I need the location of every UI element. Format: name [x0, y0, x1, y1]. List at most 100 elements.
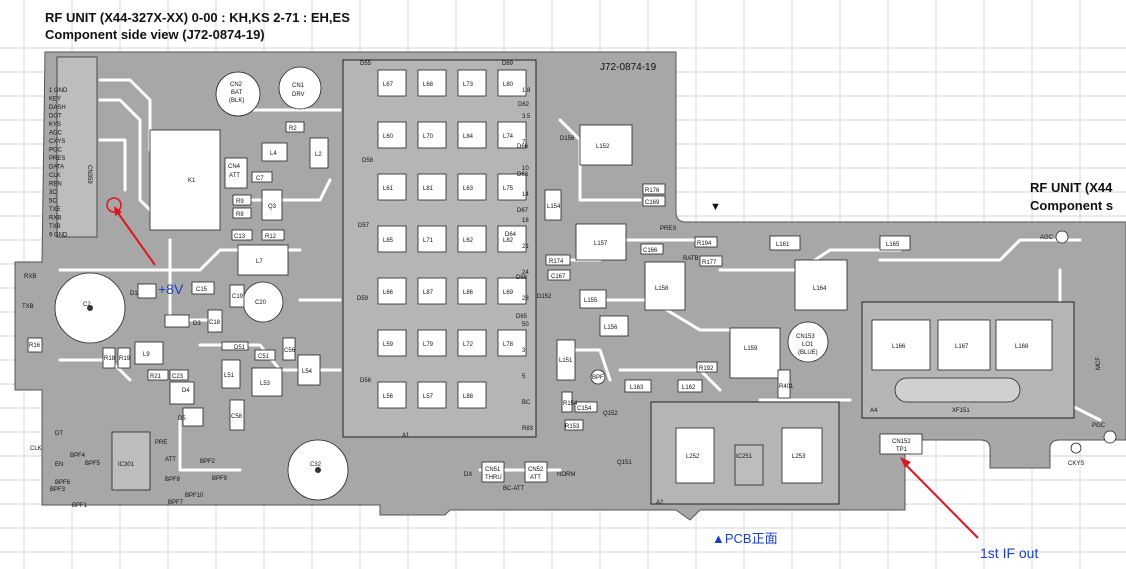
ratb-label: RATB: [683, 256, 699, 262]
r154-label: R154: [563, 401, 578, 407]
coil-l62: [457, 225, 487, 253]
r194-label: R194: [697, 241, 712, 247]
plus8v-arrow-head: [114, 206, 122, 216]
mcf-label: MCF: [1096, 357, 1102, 370]
r153-label: R153: [565, 424, 580, 430]
l253-label: L253: [792, 454, 806, 460]
connector-cn52: [524, 461, 548, 483]
cn359-pin-label: 9 GND: [49, 233, 68, 239]
d65-label: D65: [516, 314, 528, 320]
connector-cn153-lo1: [787, 321, 829, 363]
diode-d51: [221, 341, 249, 351]
cap-c167: [547, 269, 571, 281]
coil-l156: [599, 315, 629, 337]
dt-label: DT: [55, 431, 63, 437]
tp1-label: TP1: [896, 447, 908, 453]
test-point-pgc: [1103, 430, 1117, 444]
coil-l63: [457, 173, 487, 201]
pgc-label: PGC: [1092, 423, 1106, 429]
l159-label: L159: [744, 346, 758, 352]
c20-label: C20: [255, 300, 267, 306]
band-number-label: 18: [522, 218, 529, 224]
coil-l69: [497, 277, 527, 305]
transistor-q3: [261, 189, 283, 221]
cn359-pin-label: 3C: [49, 190, 57, 196]
l7-label: L7: [256, 259, 263, 265]
r192-label: R192: [699, 366, 714, 372]
cn152-label: CN152: [892, 439, 911, 445]
coil-l61: [377, 173, 407, 201]
cn359-pins: 1 GNDKEYDASHDOTKYSAGCCXYSPGCPRESDATACLKR…: [49, 88, 68, 239]
band-number-label: BC: [522, 400, 531, 406]
title-line-2: Component side view (J72-0874-19): [45, 27, 265, 42]
q151-label: Q151: [617, 460, 632, 466]
r16-label: R16: [29, 343, 41, 349]
connector-cn2: [215, 71, 261, 117]
resistor-r18: [102, 347, 116, 369]
coil-l159: [729, 327, 781, 379]
coil-label: L66: [383, 290, 394, 296]
title-line-1: RF UNIT (X44-327X-XX) 0-00 : KH,KS 2-71 …: [45, 10, 350, 25]
cap-c56: [282, 337, 296, 361]
cap-c7: [251, 171, 273, 183]
a4-label: A4: [870, 408, 878, 414]
a1-label: A1: [402, 433, 410, 439]
diode-d5: [182, 407, 204, 427]
d69-label: D69: [502, 61, 514, 67]
resistor-r194: [694, 236, 718, 248]
cap-c32-center: [315, 467, 321, 473]
resistor-r177: [699, 255, 723, 267]
band-number-label: 21: [522, 244, 529, 250]
resistor-r12: [261, 229, 285, 241]
en-label: EN: [55, 462, 63, 468]
coil-label: L88: [463, 394, 474, 400]
norm-label: NORM: [557, 472, 575, 478]
plus8v-highlight-circle: [106, 197, 122, 213]
l168-label: L168: [1015, 344, 1029, 350]
coil-label: L73: [463, 82, 474, 88]
coil-l54: [297, 354, 321, 386]
coil-l168: [995, 319, 1053, 371]
board-marker: ▼: [710, 201, 721, 213]
cap-c166: [640, 243, 664, 255]
cap-c2-center: [87, 305, 93, 311]
resistor-r192: [696, 361, 718, 373]
first-if-arrow-line: [903, 462, 979, 539]
coil-l157: [575, 223, 627, 261]
d1-label: D1: [130, 291, 138, 297]
coil-l82: [497, 225, 527, 253]
l167-label: L167: [955, 344, 969, 350]
r8-label: R8: [236, 212, 244, 218]
coil-l66: [377, 277, 407, 305]
ic301: [111, 431, 151, 491]
coil-l166: [871, 319, 931, 371]
a2-label: A2: [656, 500, 664, 506]
cn359-pin-label: CLK: [49, 173, 61, 179]
d62-label: D62: [518, 102, 530, 108]
coil-l72: [457, 329, 487, 357]
rxb-label: RXB: [24, 274, 36, 280]
diode-d3: [164, 314, 190, 328]
d4-label: D4: [182, 388, 190, 394]
r174-label: R174: [549, 259, 564, 265]
l9-label: L9: [143, 352, 150, 358]
d57-label: D57: [358, 223, 370, 229]
band-number-label: 50: [522, 322, 529, 328]
resistor-r401: [777, 369, 791, 399]
d68-label: D68: [516, 275, 528, 281]
cn359-pin-label: DASH: [49, 105, 66, 111]
pcb-board-left: [14, 51, 1126, 521]
cn359-pin-label: PRES: [49, 156, 65, 162]
relay-k1: [149, 129, 221, 231]
bc-att-label: BC-ATT: [503, 486, 525, 492]
cap-c169: [642, 195, 666, 207]
l51-label: L51: [224, 373, 235, 379]
coil-l71: [417, 225, 447, 253]
l54-label: L54: [302, 369, 313, 375]
l158-label: L158: [655, 286, 669, 292]
coil-l81: [417, 173, 447, 201]
cn359-pin-label: DOT: [49, 114, 62, 120]
connector-cn51: [481, 461, 505, 483]
